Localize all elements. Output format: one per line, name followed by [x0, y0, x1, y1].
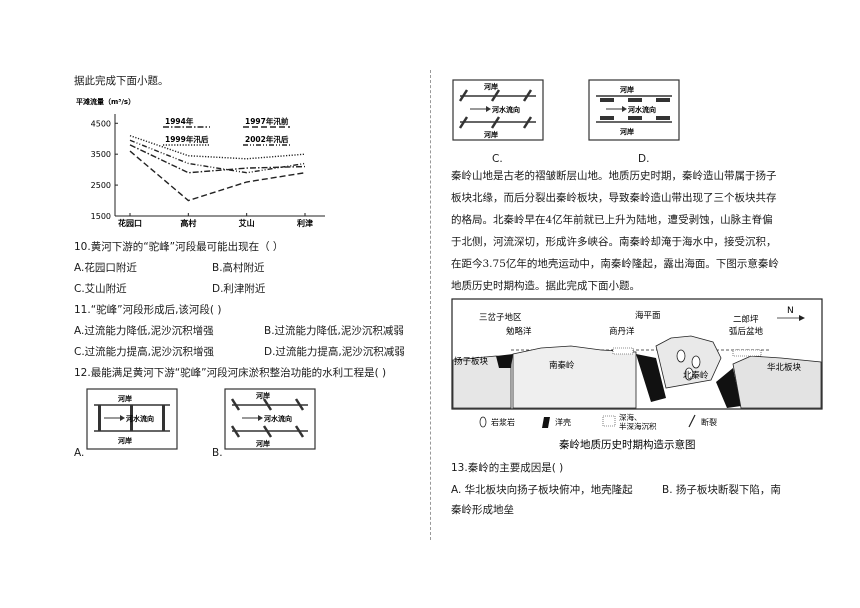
x-tick-label: 利津 [296, 218, 313, 228]
x-tick-label: 艾山 [239, 218, 255, 228]
y-tick-label: 4500 [91, 119, 111, 128]
q10-option-b: B.高村附近 [212, 262, 265, 274]
q11-option-c: C.过流能力提高,泥沙沉积增强 [74, 346, 215, 358]
legend-label: 1999年汛后 [165, 134, 209, 144]
q13-option-b-cont: 秦岭形成地垒 [451, 504, 514, 516]
bank-top-label: 河岸 [484, 82, 498, 91]
y-tick-label: 1500 [91, 212, 111, 221]
q12-option-b: B. [212, 447, 223, 459]
legend-label: 1997年汛前 [245, 116, 289, 126]
x-tick-label: 花园口 [118, 218, 142, 228]
label-sanchazi: 三岔子地区 [479, 312, 522, 323]
bank-bottom-label: 河岸 [484, 130, 498, 139]
q11-option-d: D.过流能力提高,泥沙沉积减弱 [264, 346, 405, 358]
discharge-line-chart: 平滩流量（m³/s） 1500 2500 3500 4500 花园口 高村 艾山 利津 19… [76, 97, 325, 228]
q12-option-a: A. [74, 447, 85, 459]
q13-option-a: A. 华北板块向扬子板块俯冲，地壳隆起 [451, 484, 633, 496]
label-south-qinling: 南秦岭 [549, 360, 575, 371]
q13-option-b: B. 扬子板块断裂下陷，南 [662, 484, 781, 496]
legend-fault: 断裂 [701, 417, 717, 427]
y-tick-label: 2500 [91, 181, 111, 190]
q11-option-b: B.过流能力降低,泥沙沉积减弱 [264, 325, 404, 337]
q11-stem: 11.“驼峰”河段形成后,该河段( ) [74, 304, 222, 316]
label-mianluo: 勉略洋 [506, 326, 532, 337]
legend-label: 1994年 [165, 116, 194, 126]
q13-stem: 13.秦岭的主要成因是( ) [451, 462, 564, 474]
passage-line: 地质历史时期构造。据此完成下面小题。 [451, 280, 640, 292]
bank-bottom-label: 河岸 [620, 127, 634, 136]
legend-label: 2002年汛后 [245, 134, 289, 144]
q10-option-a: A.花园口附近 [74, 262, 137, 274]
q10-stem: 10.黄河下游的“驼峰”河段最可能出现在（ ） [74, 241, 284, 253]
label-yangtze-block: 扬子板块 [454, 356, 489, 367]
option-b-diagram: 河岸 河水流向 河岸 [224, 388, 316, 450]
y-tick-label: 3500 [91, 150, 111, 159]
qinling-geology-diagram: 三岔子地区 勉略洋 海平面 商丹洋 二郎坪 弧后盆地 N 扬子板块 南秦岭 北秦… [451, 298, 823, 451]
legend-deep-sea-2: 半深海沉积 [619, 421, 657, 431]
q12-option-c: C. [492, 153, 503, 165]
label-erlangping: 二郎坪 [733, 314, 759, 325]
bank-top-label: 河岸 [620, 85, 634, 94]
intro-text: 据此完成下面小题。 [74, 75, 169, 87]
series-line [129, 134, 306, 160]
flow-label: 河水流向 [264, 414, 292, 423]
passage-line: 秦岭山地是古老的褶皱断层山地。地质历史时期，秦岭造山带属于扬子 [451, 170, 777, 182]
flow-label: 河水流向 [126, 414, 154, 423]
passage-line: 的格局。北秦岭早在4亿年前就已上升为陆地，遭受剥蚀，山脉主脊偏 [451, 214, 773, 226]
label-north-qinling: 北秦岭 [683, 370, 709, 381]
option-d-diagram: 河岸 河水流向 河岸 [588, 79, 680, 141]
passage-line: 于北侧，河流深切，形成许多峡谷。南秦岭却淹于海水中，接受沉积， [451, 236, 777, 248]
legend-magma: 岩浆岩 [491, 417, 515, 427]
q12-option-d: D. [638, 153, 650, 165]
series-line [129, 150, 306, 202]
legend-ocean-crust: 洋壳 [555, 417, 571, 427]
passage-line: 在距今3.75亿年的地壳运动中，南秦岭隆起，露出海面。下图示意秦岭 [451, 258, 779, 270]
flow-label: 河水流向 [628, 105, 656, 114]
diagram-legend: 岩浆岩 洋壳 深海、 半深海沉积 断裂 [479, 412, 717, 431]
north-arrow-label: N [787, 306, 794, 316]
bank-bottom-label: 河岸 [118, 436, 132, 445]
label-north-china-block: 华北板块 [767, 362, 802, 373]
option-c-diagram: 河岸 河水流向 河岸 [452, 79, 544, 141]
label-arc-basin: 弧后盆地 [729, 326, 764, 337]
label-sea-level: 海平面 [635, 310, 661, 321]
q10-option-d: D.利津附近 [212, 283, 266, 295]
column-divider [430, 70, 431, 540]
bank-bottom-label: 河岸 [256, 439, 270, 448]
diagram-title: 秦岭地质历史时期构造示意图 [559, 438, 696, 451]
series-line [129, 144, 306, 174]
q12-stem: 12.最能满足黄河下游“驼峰”河段河床淤积整治功能的水利工程是( ) [74, 367, 387, 379]
bank-top-label: 河岸 [118, 394, 132, 403]
legend-deep-sea: 深海、 [619, 412, 642, 422]
option-a-diagram: 河岸 河水流向 河岸 [86, 388, 178, 450]
chart-y-label: 平滩流量（m³/s） [76, 97, 135, 106]
bank-top-label: 河岸 [256, 391, 270, 400]
series-line [129, 139, 306, 174]
flow-label: 河水流向 [492, 105, 520, 114]
x-tick-label: 高村 [180, 218, 196, 228]
label-shangdan: 商丹洋 [609, 326, 635, 337]
q11-option-a: A.过流能力降低,泥沙沉积增强 [74, 325, 214, 337]
q10-option-c: C.艾山附近 [74, 283, 127, 295]
passage-line: 板块北缘，而后分裂出秦岭板块，导致秦岭造山带出现了三个板块共存 [451, 192, 777, 204]
